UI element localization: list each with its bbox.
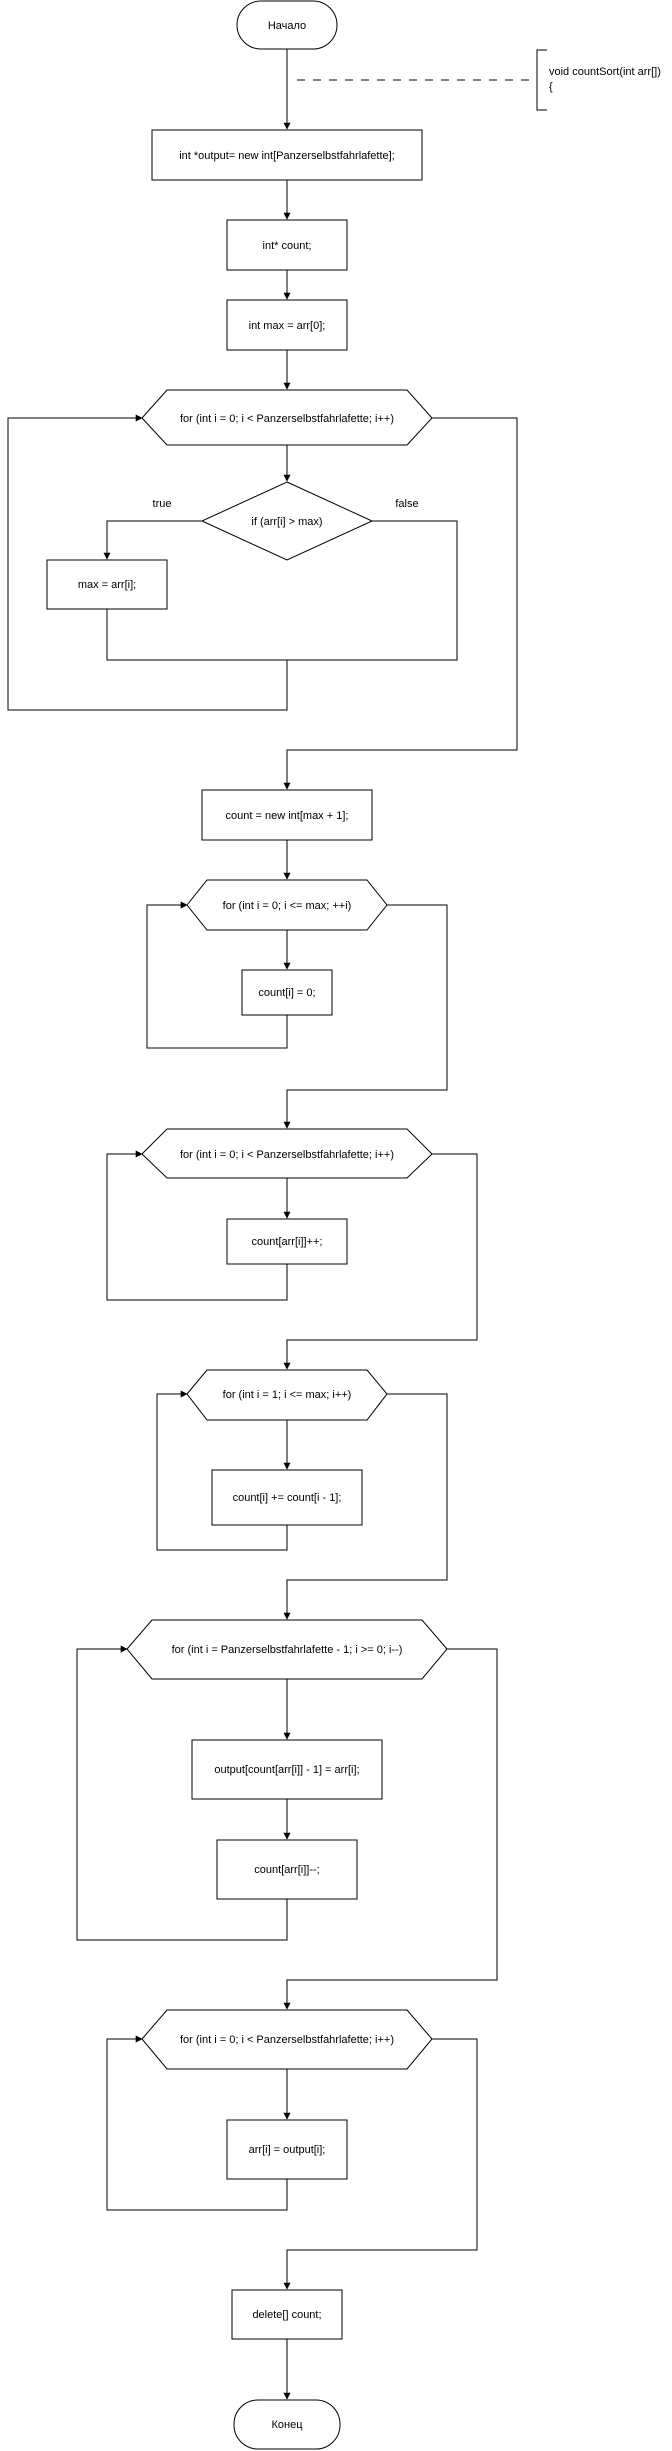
loop5-header: for (int i = Panzerselbstfahrlafette - 1… — [126, 1619, 448, 1680]
step-delete-count-text: delete[] count; — [252, 2309, 321, 2321]
start-terminal: Начало — [236, 0, 338, 50]
loop4-header: for (int i = 1; i <= max; i++) — [186, 1369, 388, 1421]
step-assign-max-text: max = arr[i]; — [78, 579, 136, 591]
loop2-text: for (int i = 0; i <= max; ++i) — [223, 900, 352, 912]
end-terminal: Конец — [233, 2399, 341, 2450]
step-init-max-text: int max = arr[0]; — [249, 320, 326, 332]
loop3-text: for (int i = 0; i < Panzerselbstfahrlafe… — [180, 1149, 394, 1161]
step-inc-count-text: count[arr[i]]++; — [252, 1236, 323, 1248]
decision-max: if (arr[i] > max) — [200, 481, 374, 561]
start-label: Начало — [268, 20, 306, 32]
true-label: true — [153, 498, 172, 510]
annotation-line2: { — [549, 81, 553, 93]
step-dec-count-text: count[arr[i]]--; — [254, 1864, 319, 1876]
step-copy-back-text: arr[i] = output[i]; — [249, 2144, 326, 2156]
loop5-text: for (int i = Panzerselbstfahrlafette - 1… — [172, 1644, 403, 1656]
step-decl-count: int* count; — [226, 219, 348, 271]
loop1-header: for (int i = 0; i < Panzerselbstfahrlafe… — [141, 389, 433, 446]
false-label: false — [395, 498, 418, 510]
step-init-max: int max = arr[0]; — [226, 299, 348, 351]
connectors — [7, 49, 518, 2400]
step-alloc-output: int *output= new int[Panzerselbstfahrlaf… — [151, 129, 423, 181]
step-place-output: output[count[arr[i]] - 1] = arr[i]; — [191, 1739, 383, 1800]
loop3-header: for (int i = 0; i < Panzerselbstfahrlafe… — [141, 1128, 433, 1179]
step-dec-count: count[arr[i]]--; — [216, 1839, 358, 1900]
loop2-header: for (int i = 0; i <= max; ++i) — [186, 879, 388, 931]
annotation: void countSort(int arr[]) { — [297, 49, 661, 111]
end-label: Конец — [271, 2419, 303, 2431]
step-place-output-text: output[count[arr[i]] - 1] = arr[i]; — [214, 1764, 359, 1776]
loop6-header: for (int i = 0; i < Panzerselbstfahrlafe… — [141, 2009, 433, 2070]
loop6-text: for (int i = 0; i < Panzerselbstfahrlafe… — [180, 2034, 394, 2046]
step-assign-max: max = arr[i]; — [46, 559, 168, 610]
annotation-line1: void countSort(int arr[]) — [549, 66, 661, 78]
step-delete-count: delete[] count; — [231, 2289, 343, 2340]
loop4-text: for (int i = 1; i <= max; i++) — [223, 1389, 352, 1401]
loop1-text: for (int i = 0; i < Panzerselbstfahrlafe… — [180, 413, 394, 425]
step-prefix-sum-text: count[i] += count[i - 1]; — [233, 1492, 342, 1504]
step-alloc-count-text: count = new int[max + 1]; — [226, 810, 349, 822]
step-copy-back: arr[i] = output[i]; — [226, 2119, 348, 2180]
step-inc-count: count[arr[i]]++; — [226, 1218, 348, 1265]
step-prefix-sum: count[i] += count[i - 1]; — [211, 1469, 363, 1526]
step-alloc-count: count = new int[max + 1]; — [201, 789, 373, 841]
step-zero-count: count[i] = 0; — [241, 969, 333, 1016]
step-zero-count-text: count[i] = 0; — [258, 987, 315, 999]
step-decl-count-text: int* count; — [263, 240, 312, 252]
step-alloc-output-text: int *output= new int[Panzerselbstfahrlaf… — [179, 150, 395, 162]
decision-max-text: if (arr[i] > max) — [251, 516, 322, 528]
